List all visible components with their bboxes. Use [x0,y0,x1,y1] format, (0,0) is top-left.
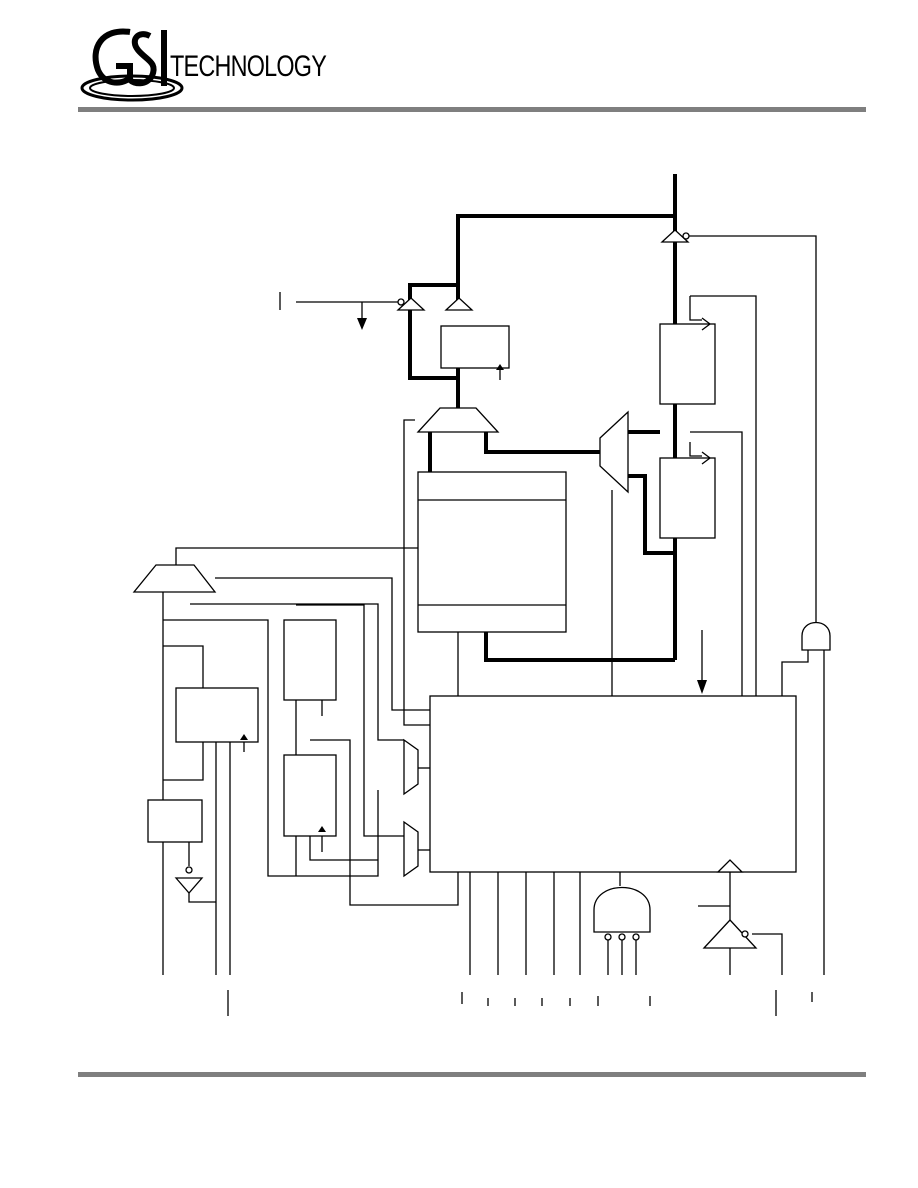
burst-counter [147,799,203,843]
register-mid-lower [283,754,337,837]
thick-buses [408,174,677,662]
page-header: TECHNOLOGY [0,0,918,120]
clock-buffer [716,859,744,873]
gsi-logo [80,28,184,102]
register-top-output [440,325,510,369]
bus-bottom [484,632,675,662]
bus-core-right [484,432,600,454]
blocks [147,323,797,873]
thin-wires [162,235,825,1016]
clock-marks [689,296,712,465]
logo-wordmark: TECHNOLOGY [170,50,327,83]
mux-write [599,410,629,494]
input-buffer-2 [444,297,474,311]
bus-reg2-out [628,474,675,555]
gates [593,621,831,941]
address-register [175,687,259,743]
mux-output [416,407,500,433]
mux-lower-2 [403,820,419,878]
and-gate-right [801,621,831,651]
bus-left-loop [408,283,458,380]
tristate-buffer-top [660,229,690,243]
mux-address [132,564,217,593]
memory-array [417,471,567,633]
inverter-small [174,877,204,894]
register-right-lower [659,457,716,539]
and-gate-bottom [593,887,651,933]
mux-lower-1 [403,738,419,796]
input-buffer-1 [396,297,426,311]
muxes [132,407,629,878]
header-rule [78,107,866,112]
register-mid-upper [283,619,337,701]
control-logic [429,695,797,873]
footer-rule [78,1072,866,1077]
logo-mark [80,28,184,102]
register-right-upper [659,323,716,405]
arrows [240,318,707,832]
buffers [174,229,758,949]
bus-top-loop [456,214,675,300]
